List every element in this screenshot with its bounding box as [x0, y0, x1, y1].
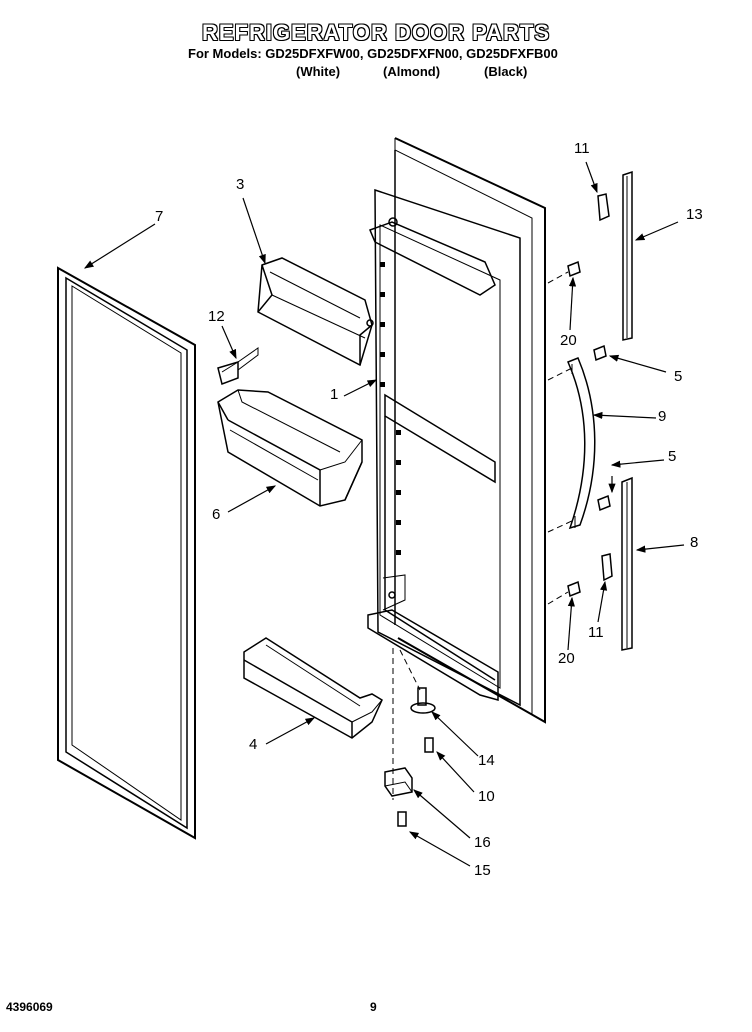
- hinge-pin-part-14: [410, 687, 436, 714]
- screw-part-20-upper: [567, 260, 581, 278]
- callout-20-lower: 20: [558, 650, 575, 667]
- hinge-part-16: [384, 767, 413, 797]
- models-line: For Models: GD25DFXFW00, GD25DFXFN00, GD…: [188, 46, 558, 61]
- callout-11-lower: 11: [588, 624, 604, 641]
- callout-15: 15: [474, 862, 491, 879]
- trim-part-13: [622, 170, 633, 341]
- door-bin-part-6: [217, 389, 363, 507]
- door-gasket-part-8: [57, 266, 196, 840]
- dairy-door-part-3: [257, 257, 374, 367]
- callout-3: 3: [236, 176, 245, 193]
- screw-part-5-lower: [597, 494, 611, 512]
- document-number: 4396069: [6, 1000, 53, 1014]
- page-number: 9: [370, 1000, 377, 1014]
- callout-8: 7: [155, 208, 164, 225]
- trim-clip-part-11-lower: [601, 553, 613, 582]
- callout-20-upper: 20: [560, 332, 577, 349]
- screw-part-5-upper: [593, 344, 607, 362]
- screw-part-20-lower: [567, 580, 581, 598]
- alignment-lines: [392, 271, 575, 800]
- callout-14: 14: [478, 752, 495, 769]
- clip-part-12: [217, 347, 259, 385]
- leader-lines: [83, 161, 685, 867]
- page-title: REFRIGERATOR DOOR PARTS: [201, 20, 551, 45]
- callout-6: 6: [212, 506, 221, 523]
- screw-part-10: [424, 737, 434, 753]
- callout-5-lower: 5: [668, 448, 677, 465]
- callout-7: 8: [690, 534, 699, 551]
- finish-black: (Black): [484, 64, 528, 79]
- callout-11-upper: 11: [574, 140, 590, 157]
- door-liner-holes: [380, 262, 401, 555]
- callout-4: 4: [249, 736, 258, 753]
- door-liner-part-1: [367, 137, 546, 724]
- callout-1: 1: [330, 386, 339, 403]
- trim-part-7: [621, 476, 633, 651]
- callout-10: 10: [478, 788, 495, 805]
- door-shelf-part-4: [243, 637, 383, 739]
- callout-9: 9: [658, 408, 667, 425]
- trim-clip-part-11-upper: [597, 193, 610, 222]
- callout-5-upper: 5: [674, 368, 683, 385]
- callout-12: 12: [208, 308, 225, 325]
- handle-part-9: [567, 357, 596, 530]
- finish-white: (White): [296, 64, 341, 79]
- finish-almond: (Almond): [383, 64, 441, 79]
- callout-16: 16: [474, 834, 491, 851]
- screw-part-15: [397, 811, 407, 827]
- callout-13: 13: [686, 206, 703, 223]
